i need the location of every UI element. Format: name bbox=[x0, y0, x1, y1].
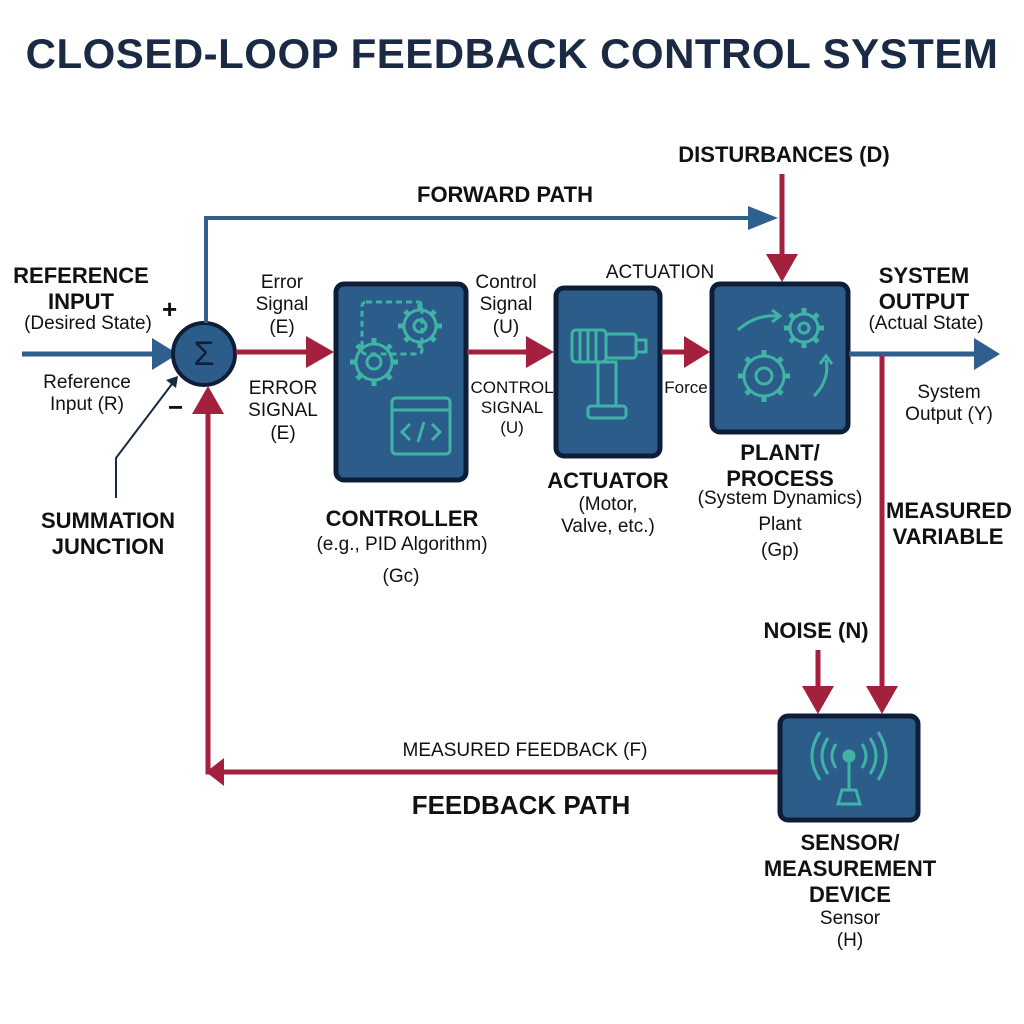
sigma-symbol: Σ bbox=[193, 335, 215, 373]
feedback-path-arrow bbox=[192, 386, 778, 786]
forward-path-label: FORWARD PATH bbox=[417, 182, 593, 207]
force-arrow bbox=[661, 336, 710, 368]
actuator-block bbox=[553, 285, 663, 459]
feedback-path-label: FEEDBACK PATH bbox=[411, 790, 631, 820]
antenna-icon bbox=[810, 731, 888, 806]
gears-code-icon bbox=[350, 300, 452, 456]
plant-name: PLANT/ PROCESS bbox=[726, 440, 834, 491]
system-output-arrow bbox=[849, 338, 1000, 370]
system-output-y: System Output (Y) bbox=[905, 382, 993, 426]
noise-arrow bbox=[802, 650, 834, 714]
noise-label: NOISE (N) bbox=[763, 618, 869, 643]
sensor-name: SENSOR/ MEASUREMENT DEVICE bbox=[763, 830, 937, 907]
control-signal-label-top: Control Signal (U) bbox=[475, 272, 537, 338]
control-signal-arrow bbox=[467, 336, 554, 368]
measured-variable-label: MEASURED VARIABLE bbox=[886, 498, 1012, 549]
system-output-actual-state: (Actual State) bbox=[868, 313, 984, 334]
reference-desired-state: (Desired State) bbox=[24, 313, 152, 334]
error-signal-label-top: Error Signal (E) bbox=[255, 272, 309, 338]
sensor-sub: Sensor (H) bbox=[819, 908, 881, 952]
controller-name: CONTROLLER bbox=[325, 506, 479, 531]
system-output-title: SYSTEM OUTPUT bbox=[878, 263, 970, 314]
minus-sign: − bbox=[168, 392, 184, 422]
plant-sub: Plant bbox=[758, 514, 802, 535]
plant-desc: (System Dynamics) bbox=[697, 488, 863, 509]
actuator-name: ACTUATOR bbox=[547, 468, 669, 493]
reference-input-title: REFERENCE INPUT bbox=[13, 263, 149, 314]
reference-input-r: Reference Input (R) bbox=[43, 372, 131, 416]
controller-symbol: (Gc) bbox=[382, 566, 420, 587]
controller-desc: (e.g., PID Algorithm) bbox=[316, 534, 488, 555]
force-label: Force bbox=[664, 378, 708, 397]
actuation-label: ACTUATION bbox=[605, 262, 715, 283]
summation-callout-arrow bbox=[115, 376, 178, 498]
plus-sign: + bbox=[162, 294, 178, 324]
forward-path-arrow bbox=[204, 206, 778, 323]
summation-junction-label: SUMMATION JUNCTION bbox=[40, 508, 176, 559]
gears-flow-icon bbox=[737, 308, 834, 402]
error-signal-arrow bbox=[236, 336, 334, 368]
reference-input-arrow bbox=[22, 338, 178, 370]
measured-feedback-label: MEASURED FEEDBACK (F) bbox=[402, 740, 648, 761]
measured-variable-arrow bbox=[866, 356, 898, 714]
control-signal-label-bottom: CONTROL SIGNAL (U) bbox=[470, 378, 554, 438]
plant-symbol: (Gp) bbox=[761, 540, 799, 561]
actuator-desc: (Motor, Valve, etc.) bbox=[561, 494, 655, 538]
error-signal-label-bottom: ERROR SIGNAL (E) bbox=[248, 378, 318, 444]
controller-block bbox=[333, 281, 469, 483]
motor-icon bbox=[570, 328, 648, 420]
disturbance-arrow bbox=[766, 174, 798, 282]
disturbances-label: DISTURBANCES (D) bbox=[678, 142, 890, 167]
page-title: CLOSED-LOOP FEEDBACK CONTROL SYSTEM bbox=[25, 30, 999, 77]
